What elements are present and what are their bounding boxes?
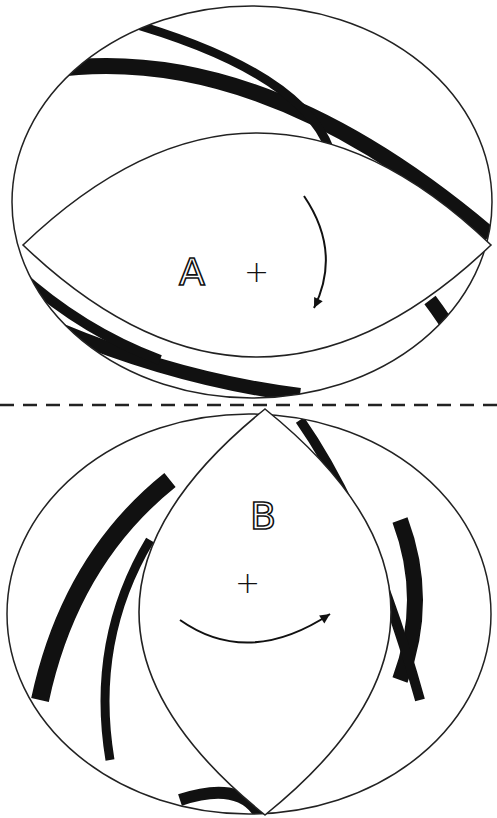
lens-segment: A+ [22,132,492,358]
rotation-arrowhead [314,297,323,308]
rotation-arrow [180,614,330,643]
rotation-arrowhead [319,614,330,623]
band-stripes [15,20,490,395]
center-mark: + [235,568,260,598]
dashed-line [0,404,497,407]
rotation-arrow [304,196,326,308]
part-letter: A [179,253,205,291]
lens-outline [22,132,492,358]
ball-outline [12,6,492,398]
part-letter: B [250,497,276,535]
lens-outline [138,408,392,816]
center-mark: + [244,257,269,287]
lens-segment: B+ [138,408,392,816]
